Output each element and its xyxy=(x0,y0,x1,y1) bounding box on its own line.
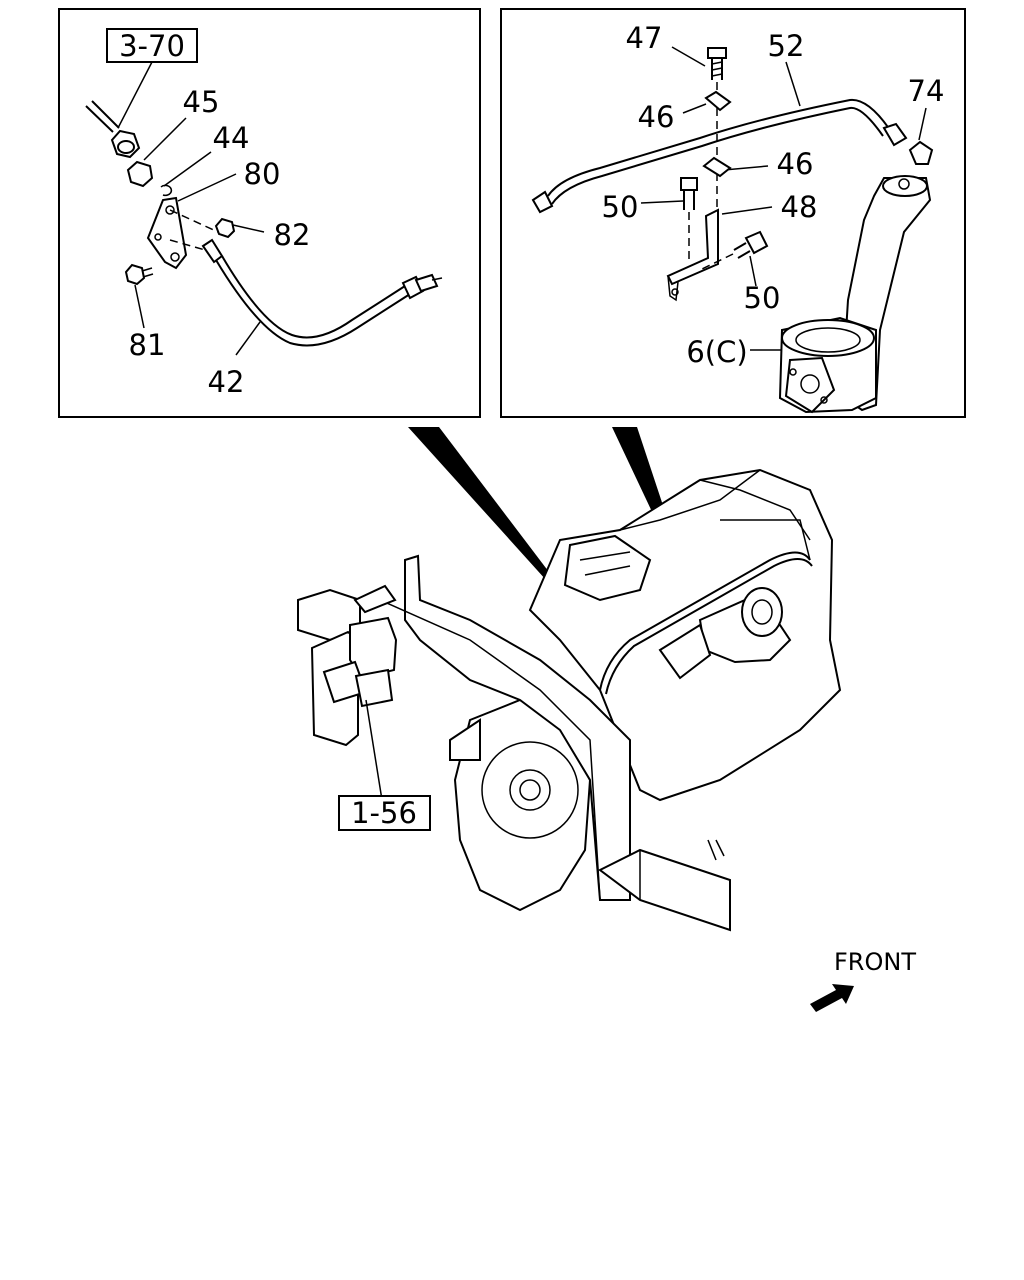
left-inset: 3-70 xyxy=(58,8,481,418)
engine-view: 1-56 xyxy=(297,468,842,932)
front-label: FRONT xyxy=(834,948,916,976)
callout-50-upper: 50 xyxy=(602,190,639,224)
callout-82: 82 xyxy=(274,218,311,252)
callout-44: 44 xyxy=(213,121,250,155)
callout-46-lower: 46 xyxy=(777,147,814,181)
callout-46-upper: 46 xyxy=(638,100,675,134)
callout-50-lower: 50 xyxy=(744,281,781,315)
callout-6c: 6(C) xyxy=(686,335,747,369)
front-arrow-icon xyxy=(810,984,854,1012)
right-inset: 47 52 74 46 46 50 48 50 6(C) xyxy=(500,8,966,418)
callout-74: 74 xyxy=(908,74,945,108)
callout-48: 48 xyxy=(781,190,818,224)
ref-box-1-56 xyxy=(338,795,431,831)
callout-52: 52 xyxy=(768,29,805,63)
ref-label-1-56: 1-56 xyxy=(351,796,417,830)
callout-45: 45 xyxy=(183,85,220,119)
callout-42: 42 xyxy=(208,365,245,399)
callout-80: 80 xyxy=(244,157,281,191)
callout-81: 81 xyxy=(129,328,166,362)
ref-label-3-70: 3-70 xyxy=(119,29,185,63)
callout-47: 47 xyxy=(626,21,663,55)
